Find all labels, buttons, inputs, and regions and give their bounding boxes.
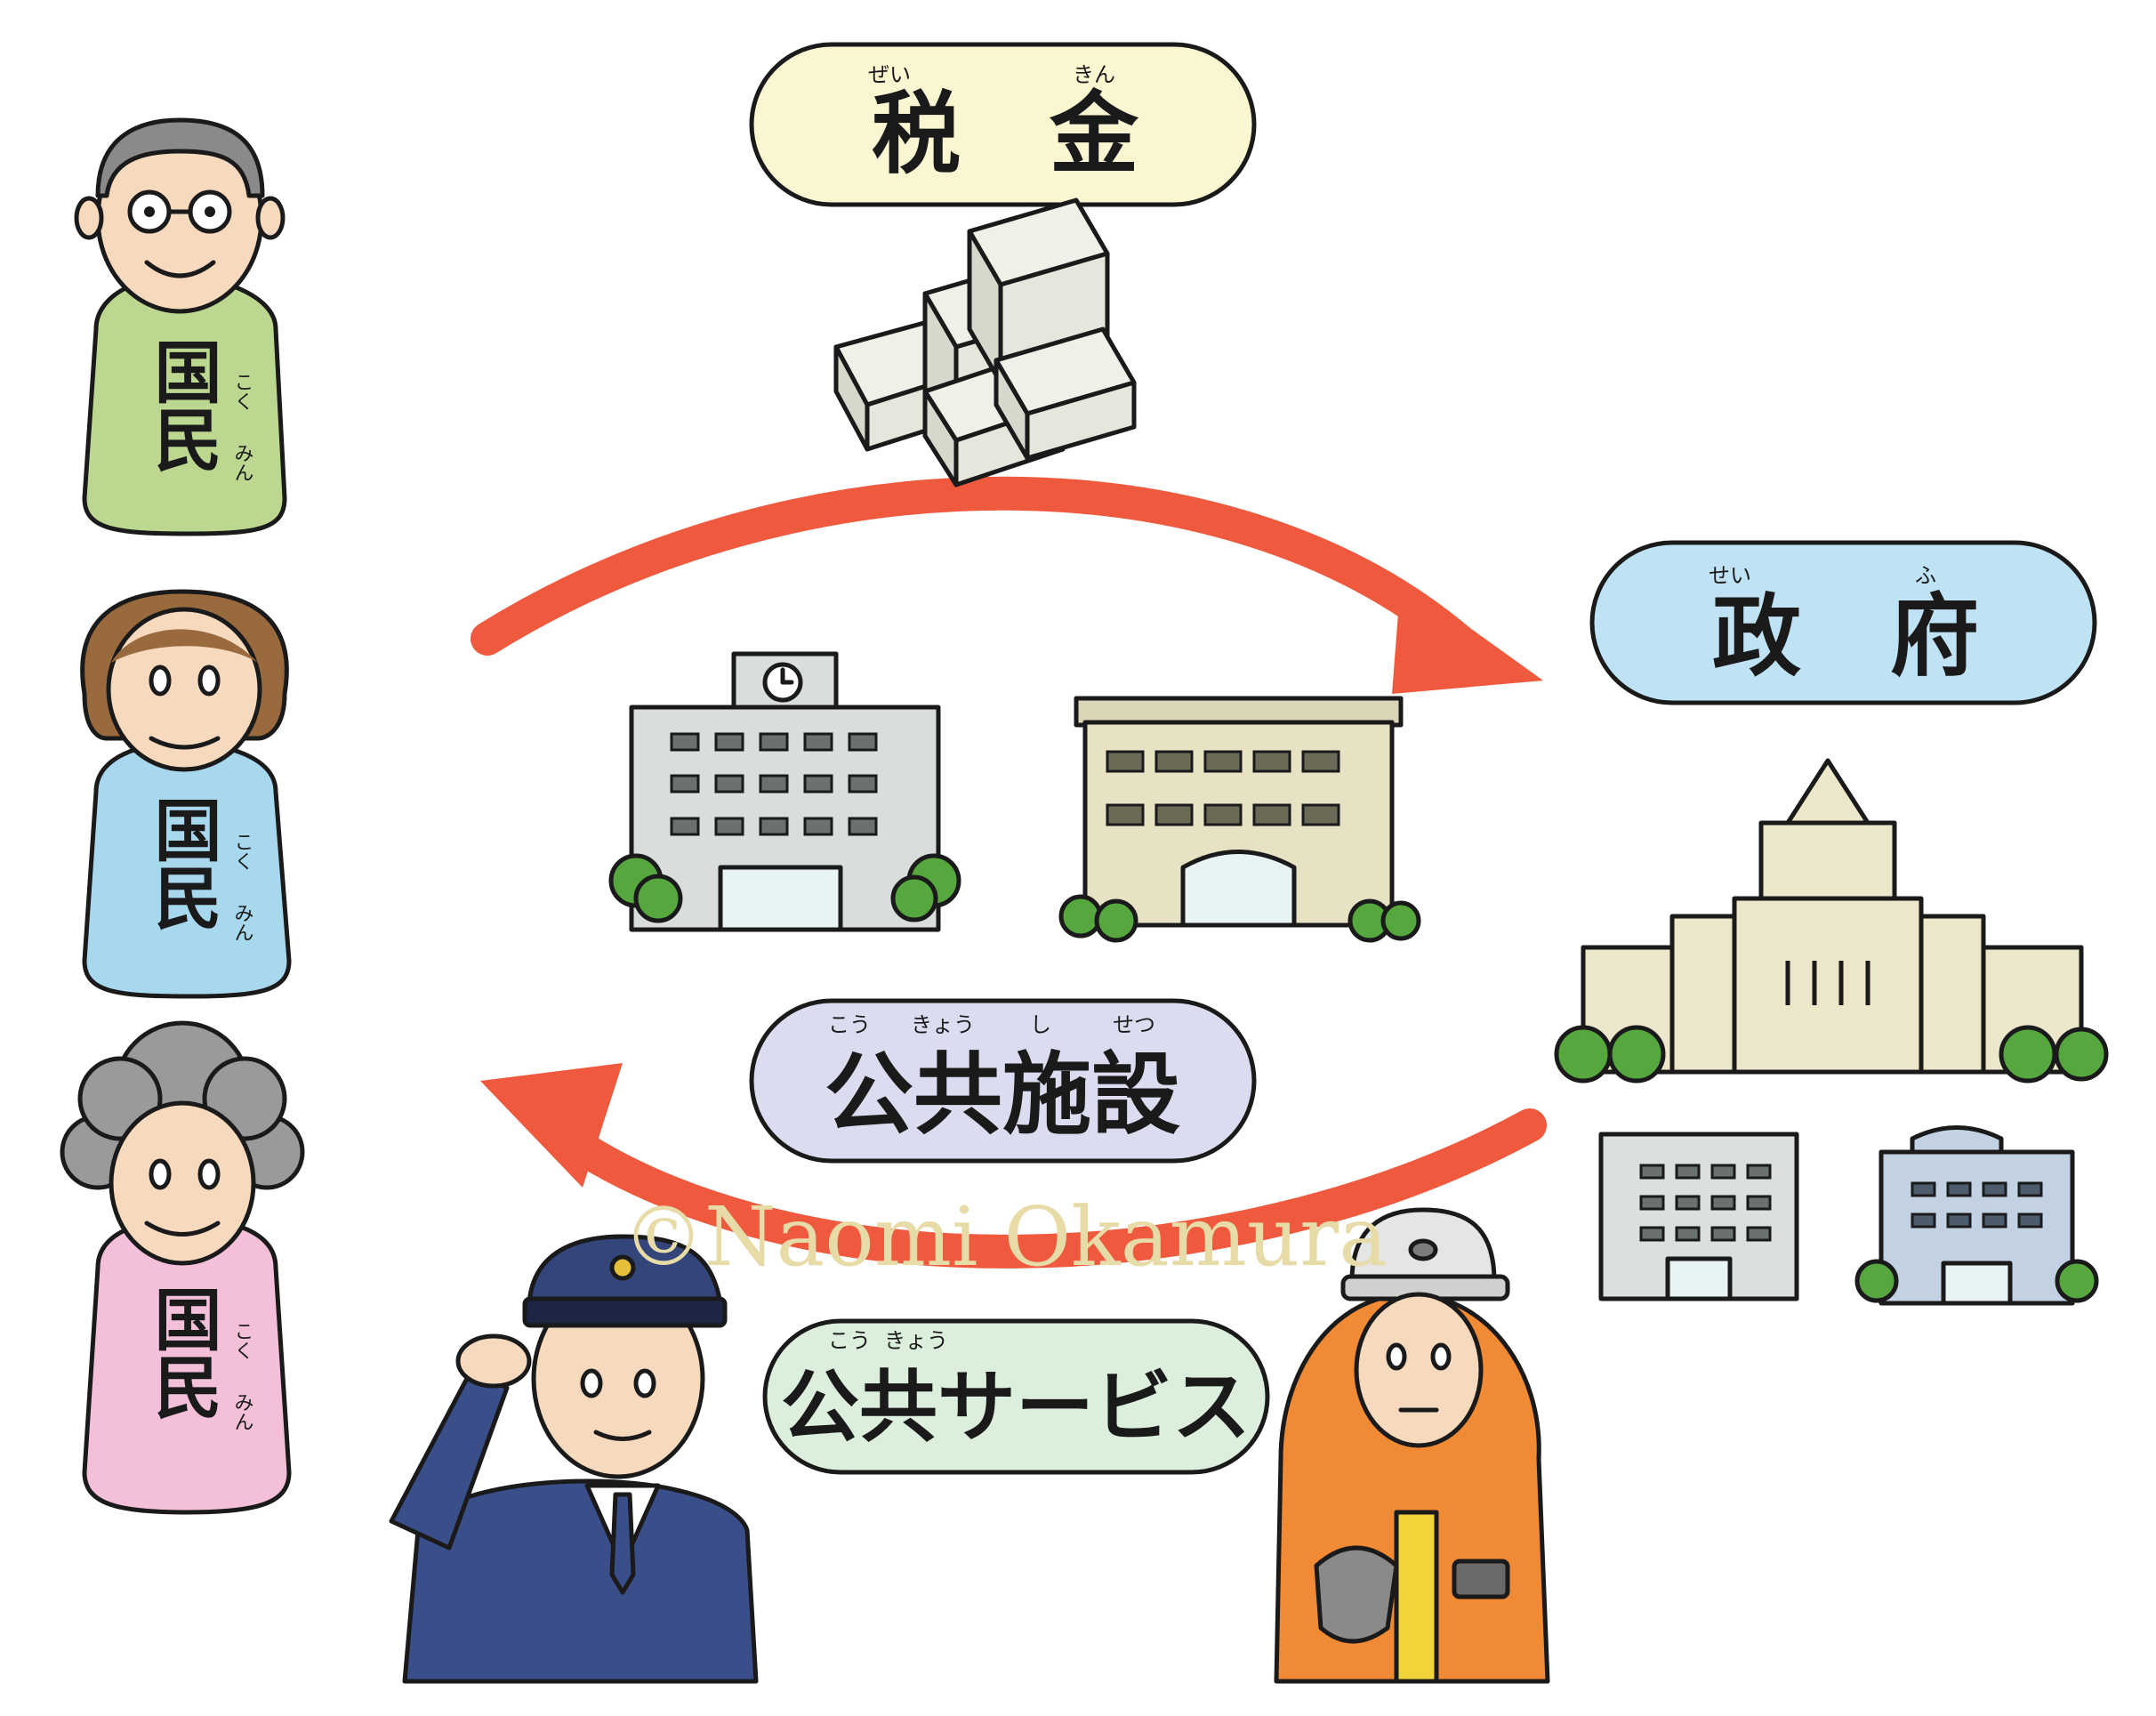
public-hall-icon <box>1058 696 1421 943</box>
citizen-label: 国民 <box>143 795 222 931</box>
citizen-ruby-1: こく <box>231 1321 253 1360</box>
government-ruby-1: せい <box>1709 563 1751 588</box>
citizen-label: 国民 <box>143 1285 222 1420</box>
tax-bubble: 税 金 ぜい きん <box>749 42 1257 207</box>
government-bubble: 政 府 せい ふ <box>1589 540 2097 705</box>
arrow-government-to-citizens <box>480 1063 1547 1269</box>
citizen-ruby-2: みん <box>231 903 253 942</box>
tax-ruby-1: ぜい <box>868 62 911 87</box>
services-bubble: 公共サービス こう きょう <box>762 1318 1270 1475</box>
government-ruby-2: ふ <box>1915 563 1936 588</box>
government-label: 政 府 <box>1712 584 1979 689</box>
services-ruby-1: こう <box>828 1328 871 1353</box>
firefighter-icon <box>1274 1207 1550 1684</box>
services-ruby-2: きょう <box>884 1328 948 1353</box>
citizen-elder: 国民 こく みん <box>60 1020 305 1515</box>
face <box>74 117 286 314</box>
office-building-icon <box>608 651 961 932</box>
citizen-ruby-1: こく <box>231 832 253 871</box>
watermark: ©Naomi Okamura <box>623 1189 1388 1285</box>
citizen-woman: 国民 こく みん <box>80 589 292 999</box>
citizen-man: 国民 こく みん <box>74 117 287 536</box>
office-building-icon <box>1598 1132 1799 1301</box>
office-building-icon <box>1854 1125 2099 1306</box>
citizen-ruby-1: こく <box>231 372 253 411</box>
facilities-label: 公共施設 <box>825 1043 1180 1147</box>
diet-building-icon <box>1554 758 2109 1084</box>
police-officer-icon <box>389 1234 759 1684</box>
facilities-bubble: 公共施設 こう きょう し せつ <box>749 998 1257 1164</box>
tax-label: 税 金 <box>872 82 1139 186</box>
facilities-ruby-1: こう <box>828 1012 871 1037</box>
facilities-ruby-3: し <box>1030 1012 1051 1037</box>
citizen-ruby-2: みん <box>231 443 253 482</box>
tax-ruby-2: きん <box>1073 62 1115 87</box>
face <box>60 1020 305 1266</box>
money-stack-icon <box>833 197 1137 487</box>
services-label: 公共サービス <box>781 1361 1251 1453</box>
arrow-citizens-to-government <box>471 476 1543 694</box>
face <box>80 589 289 772</box>
citizen-ruby-2: みん <box>231 1392 253 1431</box>
citizen-label: 国民 <box>143 337 222 472</box>
facilities-ruby-2: きょう <box>911 1012 975 1037</box>
facilities-ruby-4: せつ <box>1113 1012 1155 1037</box>
